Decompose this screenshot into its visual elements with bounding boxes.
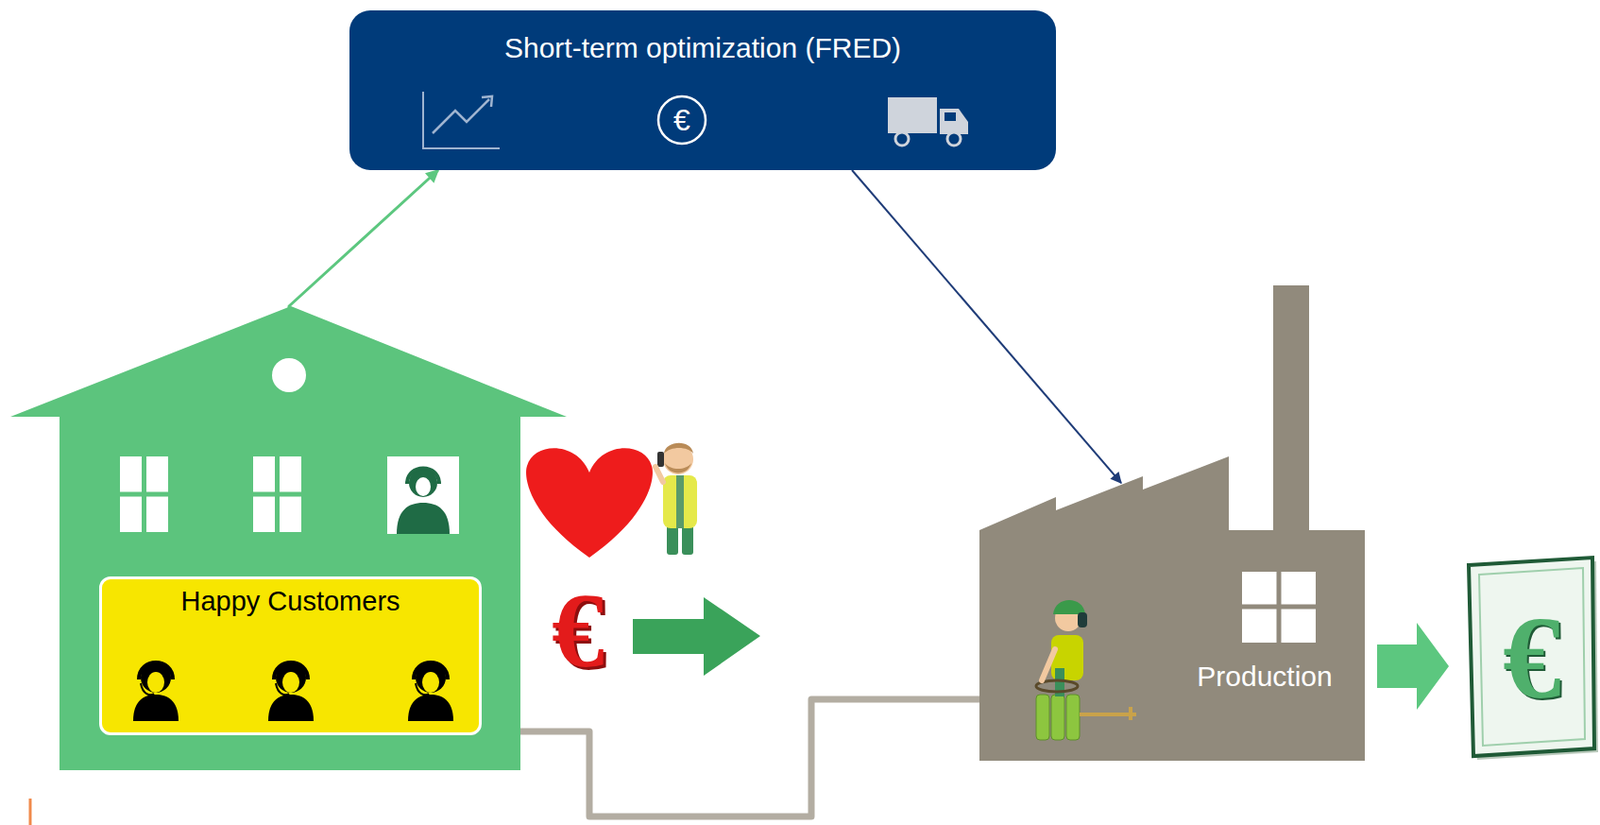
person-on-phone-part	[663, 442, 694, 454]
optimization-icons-part	[432, 99, 490, 134]
optimization-icons-part	[658, 96, 706, 144]
customer-icons-part	[415, 682, 429, 695]
customer-icons	[133, 662, 454, 721]
customer-box: Happy Customers	[99, 576, 482, 735]
factory-window-part	[1242, 571, 1316, 643]
heart	[526, 447, 653, 558]
customer-icons-part	[138, 662, 173, 680]
customer-icons-part	[282, 671, 300, 693]
worker-valve-part	[1053, 599, 1086, 614]
operator-window-part	[407, 468, 440, 485]
person-on-phone-part	[676, 475, 684, 528]
optimization-icons	[423, 91, 969, 149]
node-label: Production	[1196, 659, 1332, 694]
customer-icons-part	[147, 671, 165, 693]
customer-icons-part	[140, 682, 154, 695]
house-window-part	[253, 492, 302, 497]
house-window-part	[119, 492, 169, 497]
euro-symbol: €	[551, 577, 605, 683]
factory-window	[1242, 571, 1316, 643]
optimization-icons-part	[481, 96, 493, 107]
factory: Production	[979, 285, 1365, 761]
house-window-part	[253, 456, 302, 532]
factory-building-part	[979, 285, 1365, 761]
optimization-icons-part	[939, 108, 969, 135]
operator-window-part	[408, 487, 422, 500]
control-arrow	[851, 170, 1122, 483]
customer-icons-part	[422, 671, 440, 693]
factory-building	[979, 285, 1365, 761]
worker-valve-part	[1051, 694, 1065, 740]
house-part	[59, 415, 521, 770]
node-label: Happy Customers	[102, 584, 479, 618]
house-window	[119, 456, 169, 532]
worker-valve-part	[1041, 648, 1056, 681]
corner-mark	[30, 798, 32, 825]
customer-icons-part	[408, 694, 454, 721]
output-arrow-part	[1377, 622, 1449, 710]
house-window-part	[119, 456, 169, 532]
optimization-icons-part	[944, 112, 956, 121]
factory-window-part	[1242, 604, 1316, 610]
operator-window-part	[387, 456, 460, 534]
optimization-icons-part	[423, 91, 500, 149]
customer-icons-part	[273, 662, 308, 680]
person-on-phone-part	[655, 466, 664, 482]
person-on-phone-part	[666, 524, 679, 555]
money-frame-part	[1479, 567, 1585, 746]
house-window	[253, 456, 302, 532]
money-arrow-part	[632, 596, 761, 676]
pipe	[481, 698, 980, 817]
person-on-phone-part	[664, 462, 692, 474]
customer-icons-part	[275, 682, 290, 695]
money-arrow	[632, 596, 761, 676]
output-arrow	[1377, 622, 1449, 710]
worker-valve-part	[1066, 694, 1080, 740]
optimization-icons-part	[947, 132, 961, 146]
house	[10, 306, 567, 770]
corner-mark-part	[29, 798, 33, 825]
euro-symbol: €	[1502, 599, 1562, 717]
optimization-icons-part	[895, 132, 909, 146]
person-on-phone	[655, 442, 698, 555]
operator-window-part	[415, 476, 431, 496]
money-frame-part	[1468, 557, 1595, 756]
heart-part	[526, 447, 653, 558]
worker-valve-part	[1077, 612, 1088, 628]
optimization-icons-part	[887, 97, 937, 134]
worker-valve-part	[1128, 706, 1133, 720]
person-on-phone-part	[657, 451, 664, 467]
optimization-box: Short-term optimization (FRED)	[349, 10, 1056, 171]
operator-window	[387, 456, 460, 534]
worker-valve	[1036, 599, 1137, 740]
operator-window-part	[396, 502, 450, 534]
worker-valve-part	[1079, 712, 1137, 716]
person-on-phone-part	[681, 524, 694, 555]
customer-icons-part	[133, 694, 179, 721]
euro-symbol: €	[673, 104, 691, 136]
money-frame	[1468, 557, 1599, 760]
person-on-phone-part	[663, 475, 698, 528]
house-part	[10, 306, 567, 417]
customer-icons-part	[268, 694, 314, 721]
worker-valve-part	[1036, 694, 1050, 740]
house-part	[272, 357, 307, 392]
node-label: Short-term optimization (FRED)	[349, 31, 1056, 66]
customer-icons-part	[413, 662, 448, 680]
